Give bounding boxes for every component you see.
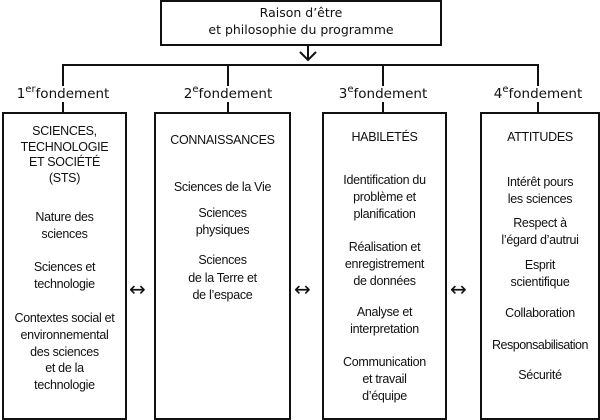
- branch-line: [62, 64, 538, 66]
- foundation-2-label: 2efondement: [181, 84, 275, 102]
- double-arrow-icon: ↔: [294, 277, 311, 301]
- double-arrow-icon: ↔: [450, 277, 467, 301]
- down-arrow-icon: [299, 45, 317, 62]
- double-arrow-icon: ↔: [129, 277, 146, 301]
- foundation-4-label: 4efondement: [491, 84, 585, 102]
- list-item: Sciences de la Vie: [173, 180, 272, 194]
- box-title: CONNAISSANCES: [170, 133, 275, 147]
- foundation-3-label: 3efondement: [336, 84, 430, 102]
- box-title: ATTITUDES: [507, 130, 573, 144]
- list-item: Sécurité: [518, 368, 562, 382]
- list-item: Responsabilisation: [492, 338, 588, 352]
- top-line-2: et philosophie du programme: [208, 22, 394, 37]
- raison-detre-box: Raison d’être et philosophie du programm…: [160, 0, 442, 46]
- connaissances-box: CONNAISSANCES Sciences de la Vie Science…: [154, 112, 291, 420]
- list-item: Collaboration: [505, 306, 575, 320]
- box-title: HABILETÉS: [351, 130, 418, 144]
- foundation-1-label: 1erfondement: [14, 84, 112, 102]
- top-line-1: Raison d’être: [259, 5, 343, 20]
